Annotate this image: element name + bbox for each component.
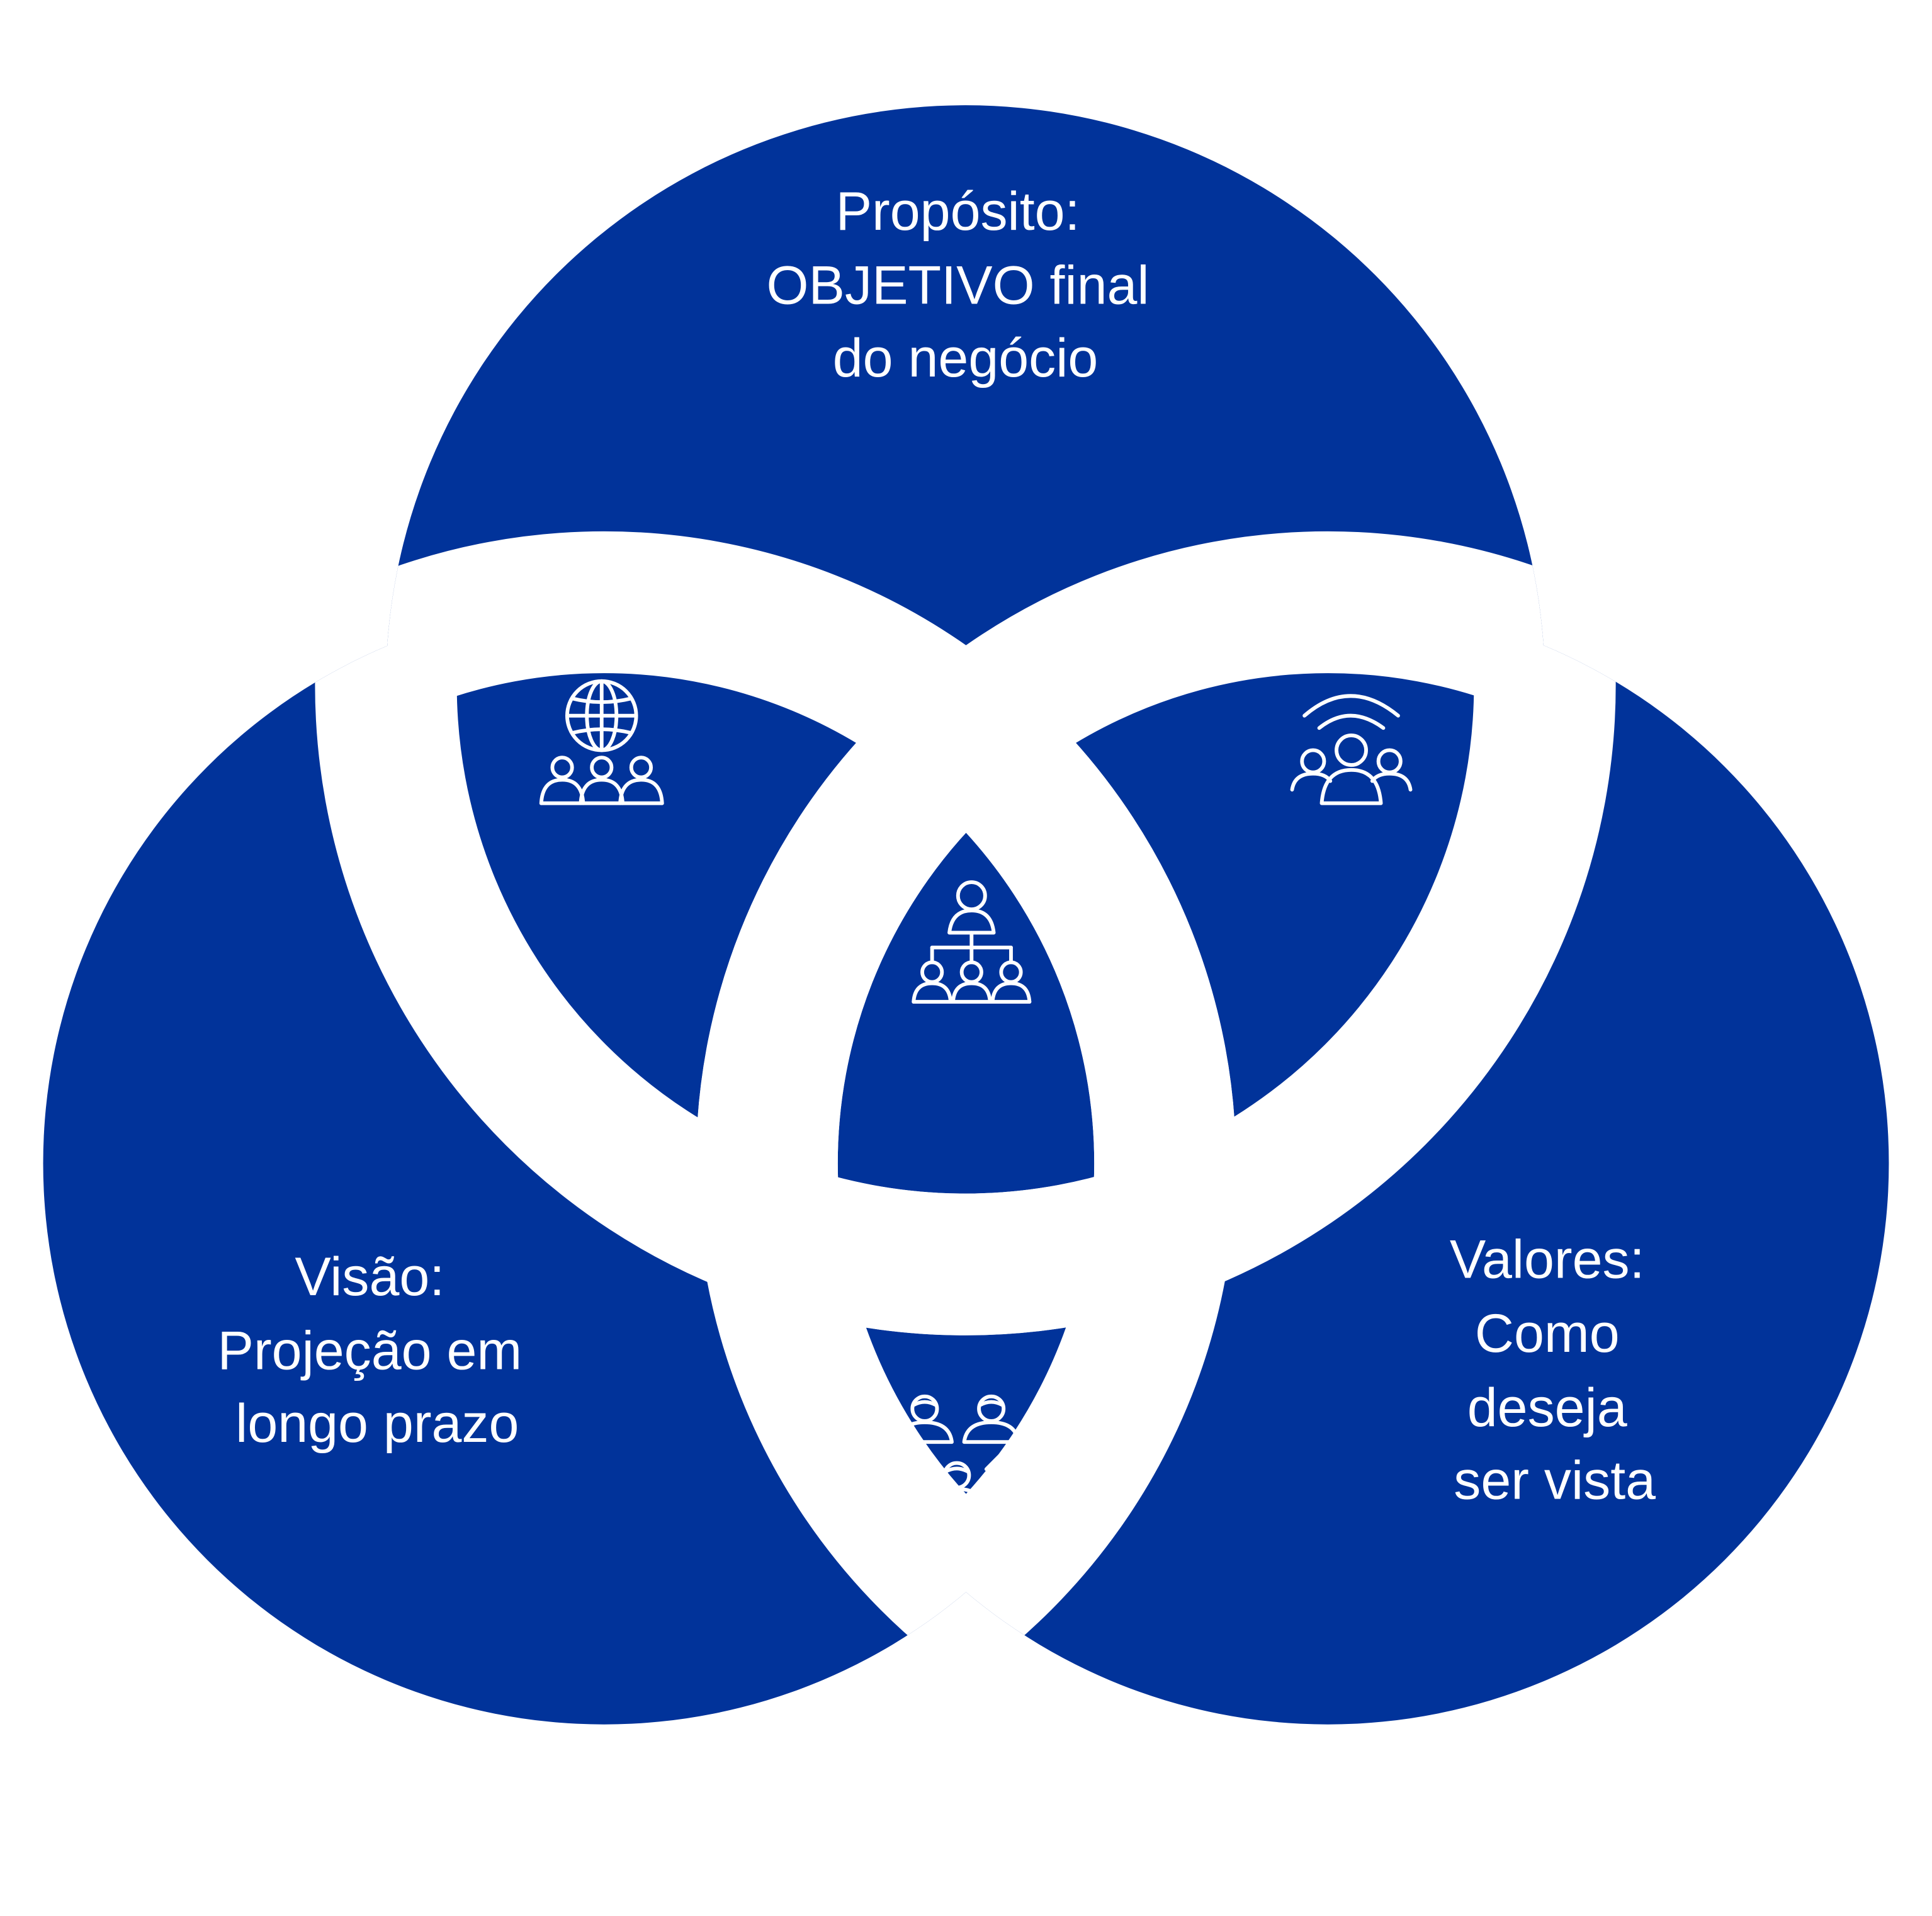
label-visao-line-2: Projeção em — [218, 1321, 523, 1381]
ring-gaps — [315, 531, 1616, 1725]
label-visao-line-1: Visão: — [295, 1247, 444, 1307]
label-proposito-line-2: OBJETIVO final — [767, 256, 1150, 316]
label-proposito: Propósito: OBJETIVO final do negócio — [767, 181, 1165, 388]
hierarchy-team-icon — [912, 880, 1032, 1004]
label-valores-line-4: ser vista — [1454, 1450, 1656, 1511]
label-valores-line-3: deseja — [1467, 1378, 1627, 1438]
label-valores-line-1: Valores: — [1450, 1230, 1645, 1290]
label-valores: Valores: Como deseja ser vista — [1450, 1230, 1660, 1511]
label-visao-line-3: longo prazo — [235, 1393, 519, 1454]
label-visao: Visão: Projeção em longo prazo — [218, 1247, 538, 1454]
globe-people-icon — [539, 679, 664, 805]
ring-valores-in-visao — [696, 602, 1165, 1725]
connected-users-icon — [895, 1394, 1020, 1512]
label-proposito-line-1: Propósito: — [836, 181, 1080, 242]
broadcast-group-icon — [1290, 694, 1413, 805]
label-proposito-line-3: do negócio — [833, 328, 1099, 388]
label-valores-line-2: Como — [1475, 1303, 1620, 1364]
ring-visao-in-valores — [767, 602, 1236, 1725]
